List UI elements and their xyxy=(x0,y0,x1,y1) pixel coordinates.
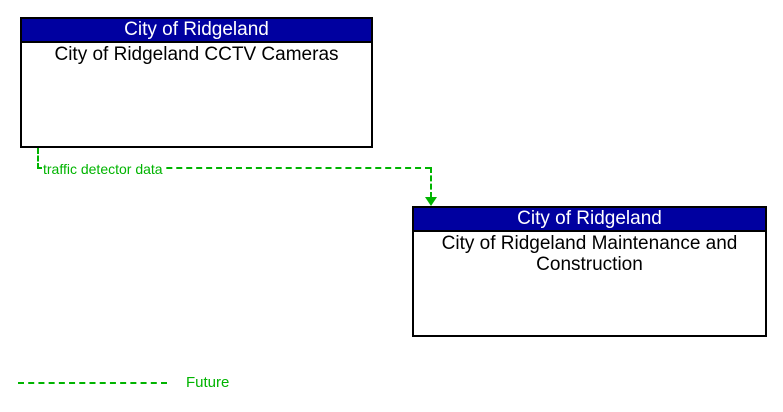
entity-header-title: City of Ridgeland xyxy=(414,208,765,232)
entity-box-cctv-cameras[interactable]: City of Ridgeland City of Ridgeland CCTV… xyxy=(20,17,373,148)
arrowhead-down-icon xyxy=(425,197,437,206)
flow-line-vertical-start xyxy=(37,148,39,169)
entity-box-maintenance-construction[interactable]: City of Ridgeland City of Ridgeland Main… xyxy=(412,206,767,337)
entity-label: City of Ridgeland Maintenance and Constr… xyxy=(441,233,738,275)
legend-future-line-sample xyxy=(18,382,167,384)
legend-future-label: Future xyxy=(186,374,230,391)
entity-header-title: City of Ridgeland xyxy=(22,19,371,43)
entity-label: City of Ridgeland CCTV Cameras xyxy=(54,44,339,65)
flow-label-traffic-detector-data[interactable]: traffic detector data xyxy=(42,161,164,177)
flow-line-vertical-end xyxy=(430,167,432,198)
flow-line-horizontal xyxy=(37,167,431,169)
